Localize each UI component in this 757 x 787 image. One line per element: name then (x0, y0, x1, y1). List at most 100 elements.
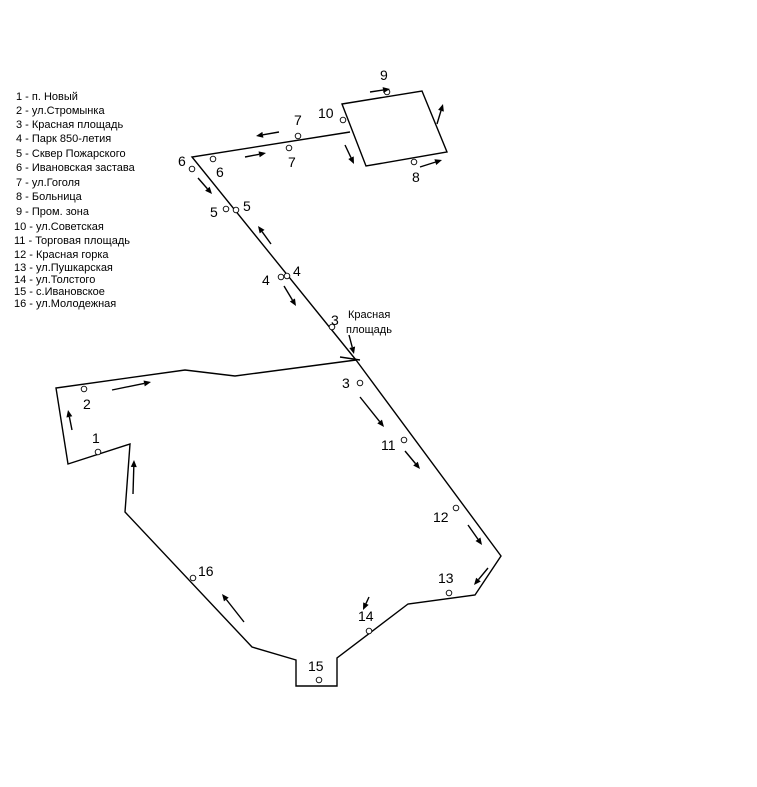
stop-14 (365, 627, 373, 635)
direction-arrow (244, 151, 266, 158)
legend-item-15: 15 - с.Ивановское (14, 286, 105, 298)
direction-arrow-head (475, 537, 482, 545)
stop-2 (80, 385, 88, 393)
stop-1 (94, 448, 102, 456)
direction-arrow (222, 594, 245, 623)
stop-15 (315, 676, 323, 684)
stop-3b (356, 379, 364, 387)
route-loop-industrial (341, 90, 448, 167)
legend-item-14: 14 - ул.Толстого (14, 274, 95, 286)
stop-number-11: 11 (381, 437, 396, 453)
stop-7a (294, 132, 302, 140)
stop-number-9: 9 (380, 67, 388, 83)
direction-arrows (66, 87, 489, 623)
stop-16 (189, 574, 197, 582)
legend-item-2: 2 - ул.Стромынка (16, 105, 105, 117)
direction-arrow-head (434, 159, 442, 165)
direction-arrow-head (258, 151, 266, 158)
stop-11 (400, 436, 408, 444)
direction-arrow-head (130, 460, 137, 468)
legend-item-7: 7 - ул.Гоголя (16, 177, 80, 189)
direction-arrow-shaft (467, 524, 479, 540)
direction-arrow-shaft (68, 416, 73, 431)
direction-arrow-shaft (477, 567, 489, 581)
stop-number-2: 2 (83, 396, 91, 412)
direction-arrow (283, 285, 296, 306)
legend-item-10: 10 - ул.Советская (14, 221, 104, 233)
legend-item-16: 16 - ул.Молодежная (14, 298, 116, 310)
direction-arrow-head (363, 602, 369, 610)
direction-arrow (130, 460, 137, 495)
place-label-red-square: Красная площадь (346, 309, 392, 336)
stop-number-10: 10 (318, 105, 334, 121)
stop-number-16: 16 (198, 563, 214, 579)
direction-arrow-shaft (436, 110, 442, 125)
direction-arrow-head (349, 346, 356, 354)
direction-arrow-head (438, 104, 444, 112)
direction-arrow (256, 131, 280, 138)
direction-arrow (404, 450, 420, 469)
legend-item-5: 5 - Сквер Пожарского (16, 148, 126, 160)
route-main-loop (55, 359, 502, 687)
stop-number-5b: 5 (243, 198, 251, 214)
direction-arrow-shaft (111, 382, 145, 391)
direction-arrow (344, 144, 354, 164)
direction-arrow-shaft (261, 231, 272, 245)
stop-number-1: 1 (92, 430, 100, 446)
direction-arrow (348, 334, 356, 354)
direction-arrow-shaft (369, 89, 384, 93)
legend-item-8: 8 - Больница (16, 191, 83, 203)
legend-item-4: 4 - Парк 850-летия (16, 133, 111, 145)
stop-5a (222, 205, 230, 213)
direction-arrow (258, 226, 272, 245)
direction-arrow-head (474, 577, 481, 585)
stop-number-3a: 3 (331, 312, 339, 328)
direction-arrow (197, 177, 212, 194)
route-lines (55, 90, 502, 687)
stops (80, 88, 460, 684)
stop-number-12: 12 (433, 509, 449, 525)
stop-10 (339, 116, 347, 124)
stop-number-4b: 4 (293, 263, 301, 279)
direction-arrow-head (66, 410, 73, 418)
direction-arrow (363, 596, 370, 610)
direction-arrow (474, 567, 489, 585)
direction-arrow-shaft (359, 396, 381, 422)
direction-arrow-head (143, 380, 151, 387)
direction-arrow (359, 396, 384, 427)
direction-arrow (467, 524, 482, 545)
stop-number-6b: 6 (216, 164, 224, 180)
stop-3a (328, 323, 336, 331)
stop-number-7b: 7 (288, 154, 296, 170)
direction-arrow (66, 410, 73, 431)
direction-arrow-shaft (344, 144, 352, 158)
direction-arrow-shaft (132, 466, 135, 495)
stop-7b (285, 144, 293, 152)
direction-arrow-head (348, 156, 354, 164)
stop-numbers: 1 2 3 3 4 4 5 5 6 6 7 7 8 9 10 11 12 13 … (83, 67, 454, 674)
legend-item-1: 1 - п. Новый (16, 91, 78, 103)
legend: 1 - п. Новый 2 - ул.Стромынка 3 - Красна… (14, 91, 136, 310)
stop-number-7a: 7 (294, 112, 302, 128)
direction-arrow-shaft (283, 285, 293, 301)
route-crossbar (339, 356, 361, 361)
stop-4b (283, 272, 291, 280)
direction-arrow-shaft (404, 450, 417, 465)
stop-number-6a: 6 (178, 153, 186, 169)
stop-number-8: 8 (412, 169, 420, 185)
legend-item-3: 3 - Красная площадь (16, 119, 123, 131)
place-label-line-1: Красная (348, 309, 390, 321)
direction-arrow-shaft (197, 177, 208, 190)
direction-arrow (111, 380, 151, 391)
route-spur-north (190, 131, 357, 361)
direction-arrow (436, 104, 444, 125)
legend-item-6: 6 - Ивановская застава (16, 162, 136, 174)
stop-number-3b: 3 (342, 375, 350, 391)
direction-arrow-head (256, 131, 264, 138)
direction-arrow-head (205, 186, 212, 194)
stop-number-15: 15 (308, 658, 324, 674)
stop-5b (232, 206, 240, 214)
legend-item-13: 13 - ул.Пушкарская (14, 262, 113, 274)
direction-arrow-head (413, 461, 420, 469)
